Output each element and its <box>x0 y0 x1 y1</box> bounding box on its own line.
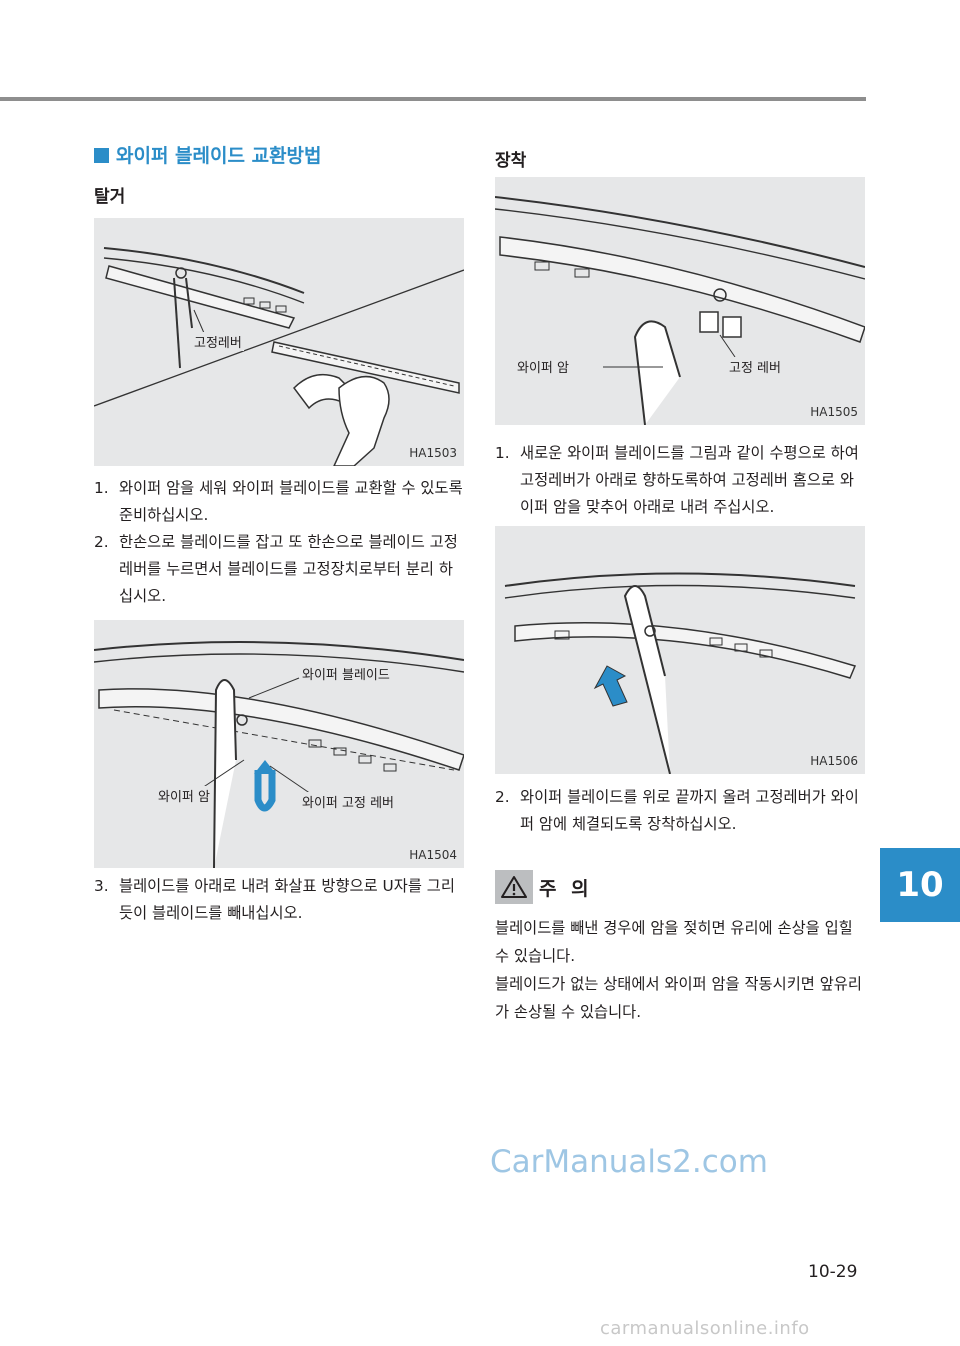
removal-steps-1-2: 1.와이퍼 암을 세워 와이퍼 블레이드를 교환할 수 있도록 준비하십시오. … <box>94 475 466 610</box>
installation-step-2: 2. 와이퍼 블레이드를 위로 끝까지 올려 고정레버가 와이퍼 암에 체결되도록… <box>495 784 867 838</box>
step-item: 2. 한손으로 블레이드를 잡고 또 한손으로 블레이드 고정레버를 누르면서 블… <box>94 529 466 610</box>
wiper-install-illustration-2 <box>504 572 857 774</box>
callout-fixing-lever: 고정 레버 <box>727 357 783 376</box>
figure-ha1503: 고정레버 HA1503 <box>94 218 464 466</box>
callout-wiper-fixing-lever: 와이퍼 고정 레버 <box>300 792 396 811</box>
caution-title-text: 주 의 <box>539 877 593 900</box>
step-text: 블레이드를 아래로 내려 화살표 방향으로 U자를 그리듯이 블레이드를 빼내십… <box>119 877 455 922</box>
figure-code: HA1503 <box>409 446 457 460</box>
callout-wiper-arm: 와이퍼 암 <box>515 357 571 376</box>
figure-ha1505: 와이퍼 암 고정 레버 HA1505 <box>495 177 865 425</box>
step-number: 3. <box>94 877 109 895</box>
callout-wiper-blade: 와이퍼 블레이드 <box>300 664 392 683</box>
chapter-tab: 10 <box>880 848 960 922</box>
warning-triangle-icon <box>495 870 533 904</box>
page-number: 10-29 <box>808 1262 858 1282</box>
installation-heading: 장착 <box>495 151 527 171</box>
step-text: 와이퍼 암을 세워 와이퍼 블레이드를 교환할 수 있도록 준비하십시오. <box>119 479 463 524</box>
section-title-text: 와이퍼 블레이드 교환방법 <box>116 145 322 167</box>
caution-paragraph: 블레이드가 없는 상태에서 와이퍼 암을 작동시키면 앞유리가 손상될 수 있습… <box>495 975 862 1021</box>
step-number: 2. <box>495 788 510 806</box>
footer-site-watermark: carmanualsonline.info <box>600 1318 810 1339</box>
caution-body: 블레이드를 빼낸 경우에 암을 젖히면 유리에 손상을 입힐 수 있습니다. 블… <box>495 914 867 1026</box>
wiper-removal-illustration-2 <box>94 641 464 868</box>
installation-step-1: 1. 새로운 와이퍼 블레이드를 그림과 같이 수평으로 하여 고정레버가 아래로… <box>495 440 867 521</box>
step-number: 2. <box>94 533 109 551</box>
removal-heading: 탈거 <box>94 187 126 207</box>
figure-ha1506: HA1506 <box>495 526 865 774</box>
callout-wiper-arm: 와이퍼 암 <box>156 786 212 805</box>
step-number: 1. <box>495 444 510 462</box>
figure-code: HA1504 <box>409 848 457 862</box>
step-number: 1. <box>94 479 109 497</box>
callout-fixing-lever: 고정레버 <box>192 332 244 351</box>
step-item: 2. 와이퍼 블레이드를 위로 끝까지 올려 고정레버가 와이퍼 암에 체결되도록… <box>495 784 867 838</box>
watermark: CarManuals2.com <box>490 1144 768 1180</box>
step-text: 와이퍼 블레이드를 위로 끝까지 올려 고정레버가 와이퍼 암에 체결되도록 장… <box>520 788 859 833</box>
top-rule <box>0 97 866 101</box>
step-text: 한손으로 블레이드를 잡고 또 한손으로 블레이드 고정레버를 누르면서 블레이… <box>119 533 458 605</box>
step-item: 1. 와이퍼 암을 세워 와이퍼 블레이드를 교환할 수 있도록 준비하십시오. <box>94 475 466 529</box>
caution-title: 주 의 <box>495 870 593 904</box>
figure-code: HA1506 <box>810 754 858 768</box>
caution-paragraph: 블레이드를 빼낸 경우에 암을 젖히면 유리에 손상을 입힐 수 있습니다. <box>495 919 853 965</box>
figure-ha1504: 와이퍼 블레이드 와이퍼 암 와이퍼 고정 레버 HA1504 <box>94 620 464 868</box>
wiper-removal-illustration-1 <box>94 247 464 466</box>
wiper-install-illustration-1 <box>495 196 865 425</box>
step-text: 새로운 와이퍼 블레이드를 그림과 같이 수평으로 하여 고정레버가 아래로 향… <box>520 444 859 516</box>
section-marker-icon <box>94 148 109 163</box>
removal-step-3: 3. 블레이드를 아래로 내려 화살표 방향으로 U자를 그리듯이 블레이드를 빼… <box>94 873 466 927</box>
step-item: 1. 새로운 와이퍼 블레이드를 그림과 같이 수평으로 하여 고정레버가 아래로… <box>495 440 867 521</box>
figure-code: HA1505 <box>810 405 858 419</box>
section-title: 와이퍼 블레이드 교환방법 <box>94 141 322 168</box>
step-item: 3. 블레이드를 아래로 내려 화살표 방향으로 U자를 그리듯이 블레이드를 빼… <box>94 873 466 927</box>
